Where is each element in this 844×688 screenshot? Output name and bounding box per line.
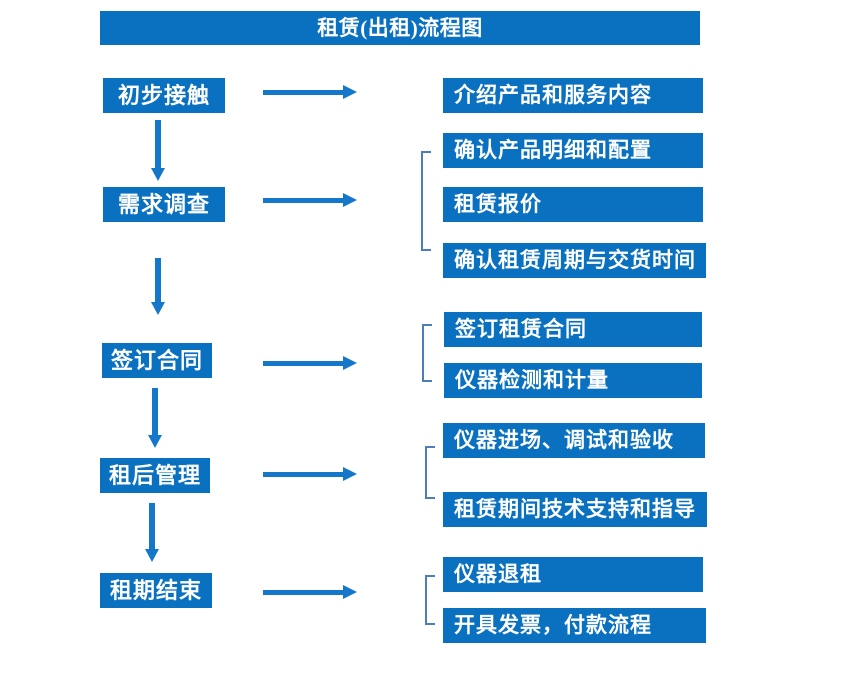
bracket-sign-contract-group xyxy=(422,324,432,382)
detail-confirm-rental-period-delivery: 确认租赁周期与交货时间 xyxy=(443,243,706,278)
bracket-rental-end-group xyxy=(425,575,435,625)
step-post-rental-management: 租后管理 xyxy=(100,458,210,493)
arrow-right-icon-5 xyxy=(263,585,357,599)
bracket-post-rental-group xyxy=(425,446,435,499)
detail-invoice-payment-process: 开具发票，付款流程 xyxy=(443,608,706,643)
detail-intro-products-services: 介绍产品和服务内容 xyxy=(443,78,703,113)
detail-rental-tech-support: 租赁期间技术支持和指导 xyxy=(443,492,707,527)
arrow-down-icon-2 xyxy=(151,258,165,315)
arrow-right-icon-4 xyxy=(263,467,357,481)
arrow-down-icon-1 xyxy=(151,120,165,181)
step-rental-end: 租期结束 xyxy=(100,573,212,608)
detail-sign-rental-contract: 签订租赁合同 xyxy=(444,312,702,347)
step-sign-contract: 签订合同 xyxy=(102,343,212,378)
detail-confirm-product-details: 确认产品明细和配置 xyxy=(443,133,703,168)
bracket-demand-survey-group xyxy=(421,151,431,251)
arrow-right-icon-2 xyxy=(263,193,357,207)
arrow-right-icon-1 xyxy=(263,85,357,99)
arrow-right-icon-3 xyxy=(263,356,357,370)
arrow-down-icon-4 xyxy=(145,503,159,562)
detail-instrument-testing-measurement: 仪器检测和计量 xyxy=(444,363,702,398)
detail-instrument-return: 仪器退租 xyxy=(443,557,703,592)
step-demand-survey: 需求调查 xyxy=(103,187,225,222)
arrow-down-icon-3 xyxy=(148,388,162,448)
detail-rental-quotation: 租赁报价 xyxy=(443,187,703,222)
flowchart-title: 租赁(出租)流程图 xyxy=(100,11,700,45)
step-initial-contact: 初步接触 xyxy=(103,78,225,113)
detail-instrument-entry-acceptance: 仪器进场、调试和验收 xyxy=(443,423,705,458)
